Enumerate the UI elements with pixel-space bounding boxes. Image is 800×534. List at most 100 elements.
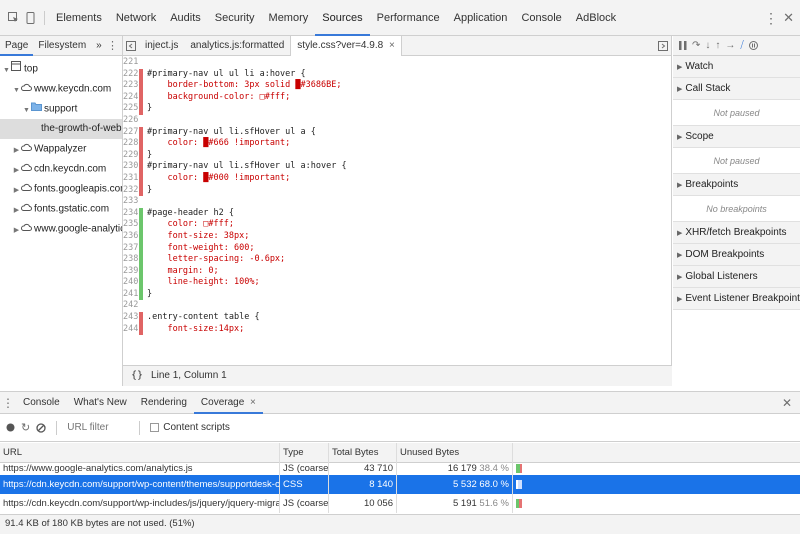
code-line[interactable]: 241} [123, 288, 672, 301]
tree-item[interactable]: ▶www.google-analytics.com [0, 219, 122, 239]
more-tabs-icon[interactable]: » [96, 39, 102, 51]
line-number[interactable]: 242 [123, 300, 139, 311]
tab-memory[interactable]: Memory [268, 11, 309, 24]
code-line[interactable]: 224 background-color: □#fff; [123, 91, 672, 104]
code-line[interactable]: 238 letter-spacing: -0.6px; [123, 254, 672, 266]
content-scripts-checkbox[interactable] [150, 423, 160, 432]
line-number[interactable]: 232 [123, 184, 139, 195]
code-line[interactable]: 230#primary-nav ul li.sfHover ul a:hover… [123, 161, 672, 173]
line-number[interactable]: 225 [123, 103, 139, 114]
tree-item[interactable]: ▼support [0, 99, 122, 119]
line-number[interactable]: 223 [123, 80, 139, 91]
line-number[interactable]: 221 [123, 57, 139, 67]
inspect-element-icon[interactable] [4, 12, 22, 23]
deactivate-breakpoints-icon[interactable]: ⧸ [740, 40, 744, 51]
column-header-unused-bytes[interactable]: Unused Bytes [397, 442, 513, 463]
expand-arrow-down-icon[interactable]: ▼ [3, 66, 10, 74]
close-tab-icon[interactable]: × [250, 396, 256, 408]
tree-item[interactable]: the-growth-of-web-page-siz [0, 119, 122, 139]
content-scripts-toggle[interactable]: Content scripts [150, 422, 230, 433]
column-header-total-bytes[interactable]: Total Bytes [329, 442, 397, 463]
line-number[interactable]: 239 [123, 265, 139, 276]
section-call-stack[interactable]: ▶Call Stack [673, 78, 800, 100]
expand-arrow-right-icon[interactable]: ▶ [13, 186, 20, 194]
line-number[interactable]: 237 [123, 242, 139, 253]
drawer-tab-whats-new[interactable]: What's New [73, 396, 127, 408]
line-number[interactable]: 226 [123, 114, 139, 125]
pretty-print-button[interactable]: {} [131, 370, 144, 381]
line-number[interactable]: 241 [123, 288, 139, 299]
column-header-type[interactable]: Type [280, 442, 329, 463]
expand-arrow-right-icon[interactable]: ▶ [13, 206, 20, 214]
code-line[interactable]: 228 color: █#666 !important; [123, 138, 672, 150]
reload-icon[interactable]: ↻ [21, 422, 31, 434]
tab-audits[interactable]: Audits [170, 11, 201, 24]
more-options-icon[interactable]: ⋮ [764, 9, 778, 26]
editor-tab-inject-js[interactable]: inject.js [145, 39, 179, 51]
pause-icon[interactable] [679, 41, 687, 50]
code-line[interactable]: 240 line-height: 100%; [123, 277, 672, 289]
tree-item[interactable]: ▶Wappalyzer [0, 139, 122, 159]
section-global-listeners[interactable]: ▶Global Listeners [673, 266, 800, 288]
code-line[interactable]: 244 font-size:14px; [123, 323, 672, 336]
expand-arrow-right-icon[interactable]: ▶ [13, 146, 20, 154]
tree-item[interactable]: ▶fonts.googleapis.com [0, 179, 122, 199]
expand-arrow-down-icon[interactable]: ▼ [13, 86, 20, 94]
drawer-menu-icon[interactable]: ⋮ [2, 395, 14, 410]
clear-icon[interactable] [36, 422, 46, 433]
line-number[interactable]: 233 [123, 196, 139, 207]
tree-item[interactable]: ▼top [0, 59, 122, 79]
line-number[interactable]: 229 [123, 149, 139, 160]
line-number[interactable]: 228 [123, 138, 139, 149]
section-dom-breakpoints[interactable]: ▶DOM Breakpoints [673, 244, 800, 266]
tab-security[interactable]: Security [214, 11, 255, 24]
section-scope[interactable]: ▶Scope [673, 126, 800, 148]
table-row[interactable]: https://cdn.keycdn.com/support/wp-includ… [0, 494, 800, 513]
drawer-tab-rendering[interactable]: Rendering [140, 396, 187, 408]
line-number[interactable]: 234 [123, 207, 139, 218]
code-line[interactable]: 225} [123, 103, 672, 115]
code-line[interactable]: 232} [123, 184, 672, 197]
line-number[interactable]: 240 [123, 277, 139, 288]
url-filter-input[interactable] [67, 422, 130, 433]
column-header-url[interactable]: URL [0, 442, 280, 463]
device-toolbar-icon[interactable] [22, 11, 40, 24]
tab-console[interactable]: Console [521, 11, 562, 24]
code-line[interactable]: 239 margin: 0; [123, 265, 672, 278]
code-line[interactable]: 237 font-weight: 600; [123, 242, 672, 255]
close-devtools-icon[interactable]: ✕ [783, 10, 794, 25]
code-line[interactable]: 226 [123, 115, 672, 127]
editor-tab-analytics-js[interactable]: analytics.js:formatted [190, 39, 285, 51]
step-over-icon[interactable]: ↷ [692, 40, 701, 51]
code-line[interactable]: 227#primary-nav ul li.sfHover ul a { [123, 126, 672, 139]
tree-item[interactable]: ▶fonts.gstatic.com [0, 199, 122, 219]
code-line[interactable]: 236 font-size: 38px; [123, 230, 672, 243]
record-icon[interactable] [6, 423, 15, 432]
tab-adblock[interactable]: AdBlock [575, 11, 617, 24]
code-line[interactable]: 221 [123, 57, 672, 69]
navigator-menu-icon[interactable]: ⋮ [107, 40, 118, 52]
line-number[interactable]: 227 [123, 126, 139, 137]
tree-item[interactable]: ▼www.keycdn.com [0, 79, 122, 99]
line-number[interactable]: 224 [123, 91, 139, 102]
toggle-debugger-icon[interactable] [655, 40, 671, 51]
line-number[interactable]: 243 [123, 312, 139, 323]
section-event-listener-breakpoints[interactable]: ▶Event Listener Breakpoints [673, 288, 800, 310]
editor-tab-style-css[interactable]: style.css?ver=4.9.8 × [290, 35, 402, 56]
drawer-tab-console[interactable]: Console [23, 396, 60, 408]
code-line[interactable]: 234#page-header h2 { [123, 207, 672, 220]
code-line[interactable]: 231 color: █#000 !important; [123, 172, 672, 185]
close-drawer-icon[interactable]: ✕ [781, 396, 792, 410]
code-line[interactable]: 242 [123, 300, 672, 312]
toggle-navigator-icon[interactable] [123, 40, 139, 51]
expand-arrow-down-icon[interactable]: ▼ [23, 106, 30, 114]
code-line[interactable]: 223 border-bottom: 3px solid █#3686BE; [123, 80, 672, 92]
table-row[interactable]: https://www.google-analytics.com/analyti… [0, 463, 800, 475]
code-line[interactable]: 235 color: □#fff; [123, 219, 672, 231]
code-line[interactable]: 243.entry-content table { [123, 312, 672, 324]
tab-filesystem[interactable]: Filesystem [38, 39, 87, 51]
line-number[interactable]: 244 [123, 323, 139, 334]
tab-performance[interactable]: Performance [376, 11, 440, 24]
code-line[interactable]: 229} [123, 149, 672, 162]
